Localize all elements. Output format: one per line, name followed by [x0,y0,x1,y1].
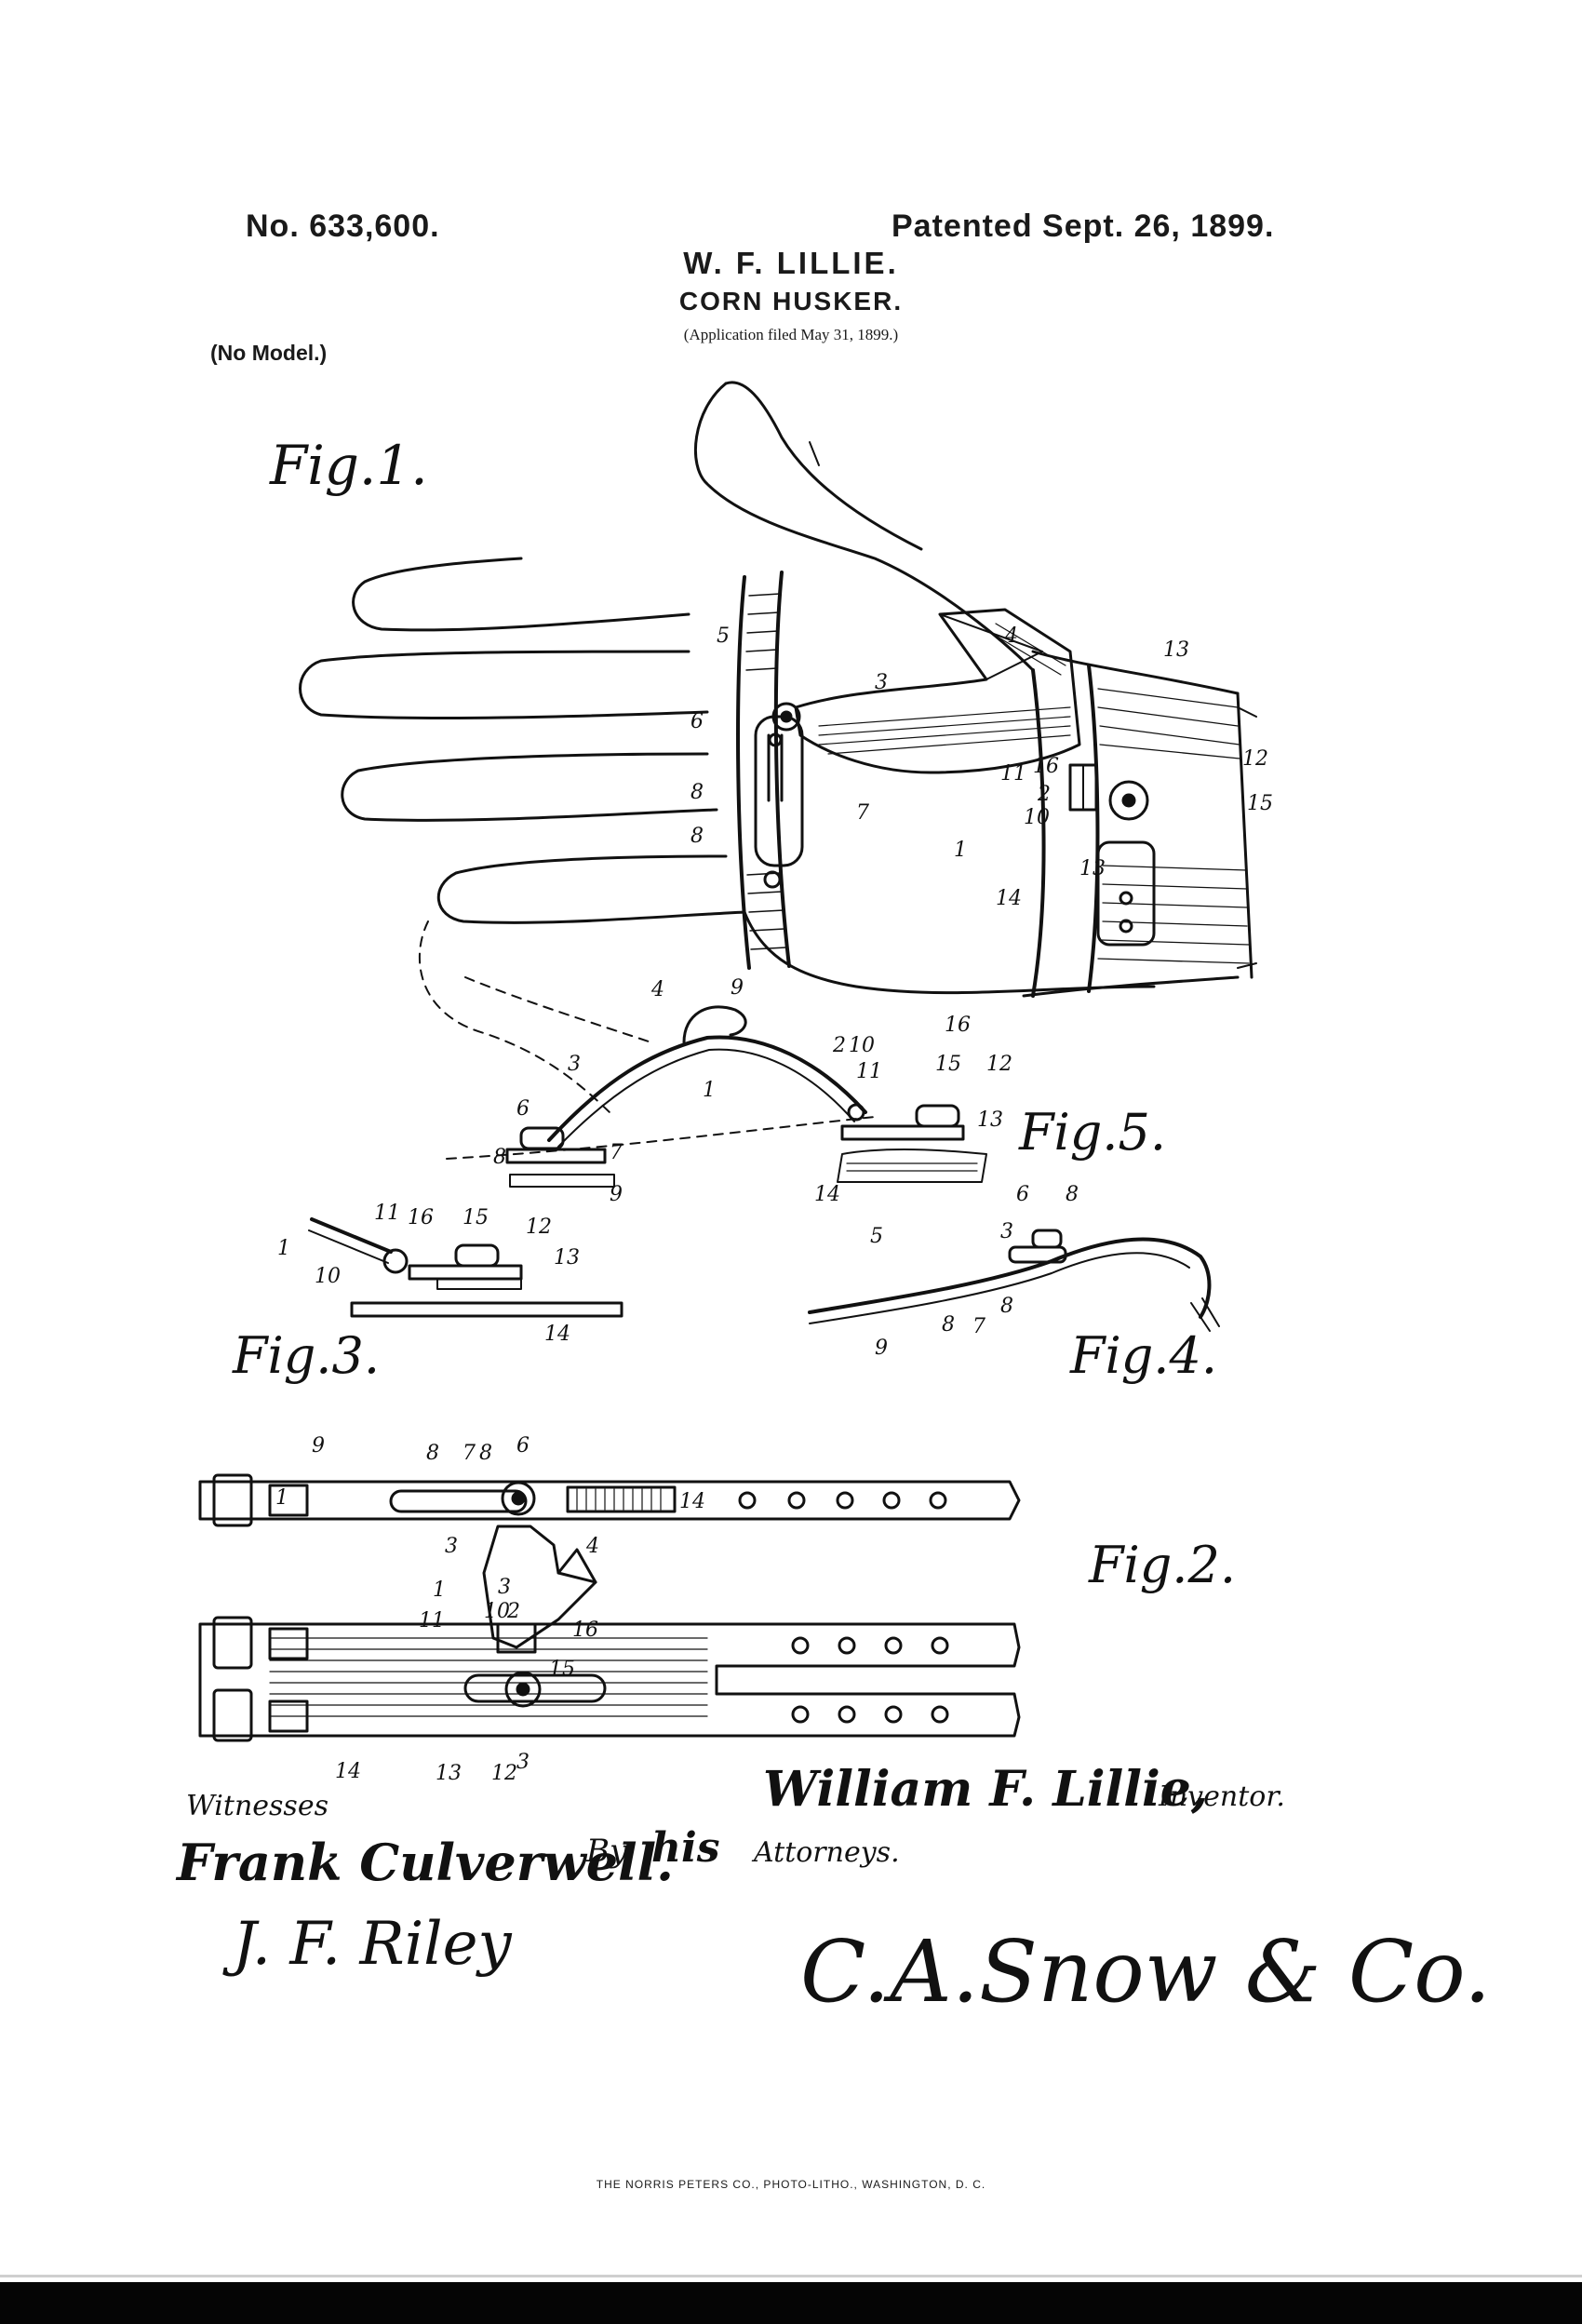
ref-numeral: 15 [935,1053,961,1076]
by-label: By [585,1833,628,1870]
ref-numeral: 7 [856,801,869,825]
ref-numeral: 9 [875,1337,888,1360]
fig-2-label: Fig.2. [1088,1536,1236,1594]
ref-numeral: 16 [945,1014,971,1037]
ref-numeral: 12 [491,1762,517,1785]
attorneys-label: Attorneys. [751,1836,900,1869]
ref-numeral: 7 [463,1442,476,1465]
figure-3-drawing [308,1217,623,1318]
fig-1-label: Fig.1. [269,434,428,497]
ref-numeral: 16 [572,1619,598,1642]
ref-numeral: 15 [1247,792,1273,815]
his-label: his [651,1824,719,1872]
ref-numeral: 15 [463,1206,489,1229]
figure-2-drawing [198,1473,1021,1742]
figure-4-drawing [808,1229,1220,1332]
invention-title: CORN HUSKER. [678,287,904,316]
inventor-signature: William F. Lillie, [763,1761,1208,1818]
ref-numeral: 6 [516,1434,530,1458]
ref-numeral: 4 [650,978,664,1001]
ref-numeral: 8 [1000,1295,1013,1318]
ref-numeral: 7 [972,1315,985,1338]
witnesses-label: Witnesses [186,1790,328,1822]
ref-numeral: 10 [315,1265,341,1288]
printer-credit: THE NORRIS PETERS CO., PHOTO-LITHO., WAS… [596,2178,986,2191]
ref-numeral: 2 [832,1034,846,1057]
ref-numeral: 9 [731,976,744,1000]
ref-numeral: 4 [585,1535,599,1558]
patent-number: No. 633,600. [246,208,440,244]
ref-numeral: 12 [986,1053,1012,1076]
ref-numeral: 8 [690,781,704,804]
ref-numeral: 6 [690,710,704,733]
ref-numeral: 2 [506,1600,520,1623]
ref-numeral: 1 [954,839,967,862]
ref-numeral: 9 [312,1434,325,1458]
ref-numeral: 3 [1000,1220,1013,1243]
figure-1-drawing [299,381,1257,998]
ref-numeral: 14 [996,887,1022,910]
ref-numeral: 12 [1242,747,1268,771]
ref-numeral: 14 [335,1760,361,1783]
ref-numeral: 16 [1033,755,1059,778]
ref-numeral: 1 [277,1237,290,1260]
ref-numeral: 8 [690,825,704,848]
ref-numeral: 16 [408,1206,434,1229]
ref-numeral: 14 [679,1490,705,1513]
ref-numeral: 8 [479,1442,492,1465]
patent-date: Patented Sept. 26, 1899. [892,208,1275,244]
inventor-name: W. F. LILLIE. [683,246,899,280]
ref-numeral: 8 [426,1442,439,1465]
ref-numeral: 2 [1037,783,1051,806]
witness-1-signature: Frank Culverwell. [175,1833,674,1892]
ref-numeral: 12 [526,1216,552,1239]
ref-numeral: 8 [1066,1183,1079,1206]
ref-numeral: 5 [717,625,730,648]
ref-numeral: 11 [1000,762,1026,786]
model-note: (No Model.) [210,341,328,365]
witness-2-signature: J. F. Riley [222,1910,513,1979]
inventor-label: Inventor. [1158,1780,1285,1813]
attorney-signature: C.A.Snow & Co. [800,1922,1491,2022]
ref-numeral: 13 [554,1246,580,1269]
ref-numeral: 3 [875,671,888,694]
application-filed: (Application filed May 31, 1899.) [683,326,899,343]
ref-numeral: 14 [544,1323,570,1346]
ref-numeral: 1 [275,1486,288,1510]
figure-5-drawing [418,920,987,1188]
ref-numeral: 1 [703,1079,716,1102]
ref-numeral: 5 [870,1225,883,1248]
ref-numeral: 3 [498,1576,511,1599]
ref-numeral: 3 [445,1535,458,1558]
ref-numeral: 3 [568,1053,581,1076]
ref-numeral: 10 [849,1034,875,1057]
ref-numeral: 6 [516,1097,530,1121]
fig-4-label: Fig.4. [1069,1326,1217,1385]
ref-numeral: 11 [419,1609,445,1632]
ref-numeral: 1 [433,1578,446,1602]
ref-numeral: 9 [610,1183,623,1206]
ref-numeral: 13 [436,1762,462,1785]
ref-numeral: 8 [942,1313,955,1337]
scan-bottom-border [0,2282,1582,2324]
fig-5-label: Fig.5. [1018,1103,1166,1162]
fig-3-label: Fig.3. [232,1326,380,1385]
ref-numeral: 7 [610,1141,623,1164]
ref-numeral: 14 [814,1183,840,1206]
ref-numeral: 11 [856,1060,882,1083]
ref-numeral: 10 [1024,806,1050,829]
ref-numeral: 10 [484,1600,510,1623]
ref-numeral: 4 [1004,625,1018,648]
ref-numeral: 13 [1163,638,1189,662]
scan-edge [0,2275,1582,2277]
ref-numeral: 13 [1079,857,1106,880]
ref-numeral: 3 [516,1751,530,1774]
ref-numeral: 8 [493,1146,506,1169]
ref-numeral: 13 [977,1108,1003,1132]
ref-numeral: 15 [549,1658,575,1681]
ref-numeral: 6 [1016,1183,1029,1206]
ref-numeral: 11 [374,1202,400,1225]
